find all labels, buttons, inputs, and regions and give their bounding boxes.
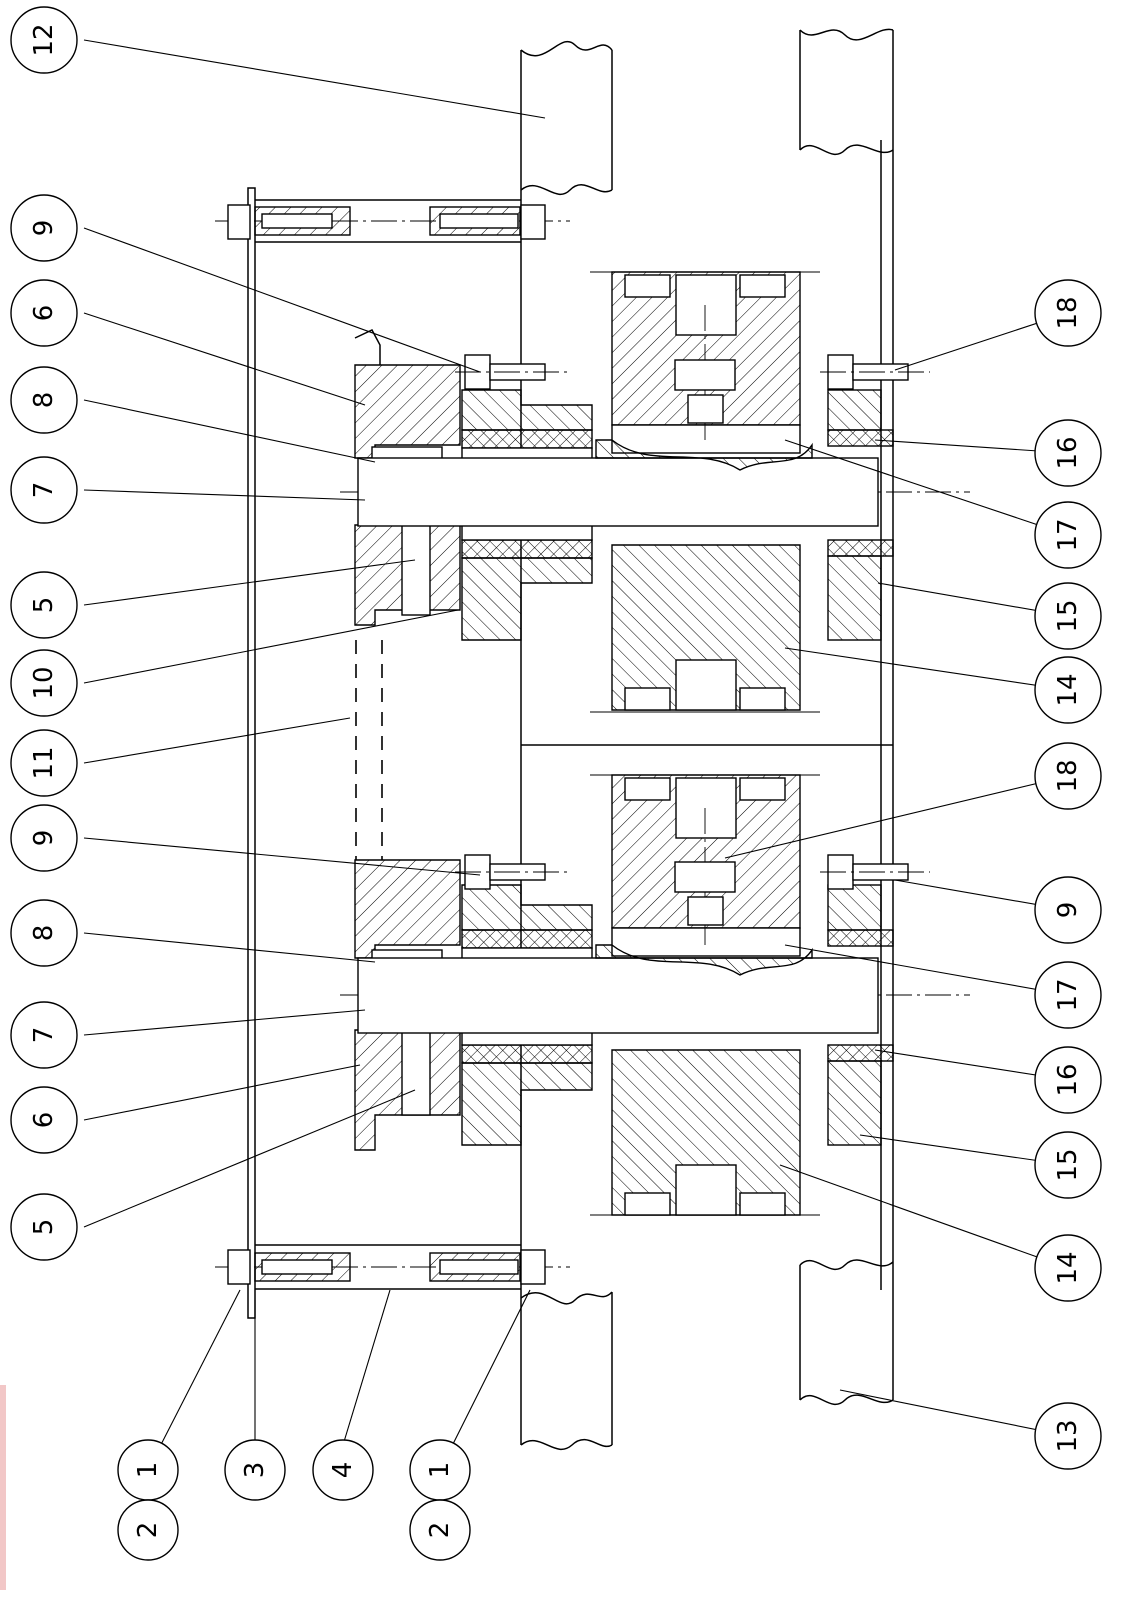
- svg-text:15: 15: [1053, 1148, 1083, 1181]
- tie-rod-bottom: [215, 1244, 570, 1290]
- balloon-14: 14: [1034, 1234, 1102, 1302]
- edge-mark: [0, 1385, 6, 1590]
- svg-text:17: 17: [1053, 978, 1083, 1011]
- balloon-17: 17: [1034, 961, 1102, 1029]
- balloon-3: 3: [224, 1439, 286, 1501]
- tie-rod-top: [215, 199, 570, 243]
- svg-text:15: 15: [1053, 599, 1083, 632]
- svg-text:9: 9: [29, 830, 59, 847]
- svg-text:12: 12: [29, 23, 59, 56]
- balloon-18: 18: [1034, 279, 1102, 347]
- svg-text:10: 10: [29, 666, 59, 699]
- balloon-6: 6: [10, 1086, 78, 1154]
- svg-text:5: 5: [29, 597, 59, 614]
- svg-text:13: 13: [1053, 1419, 1083, 1452]
- balloon-2: 2: [409, 1499, 471, 1561]
- svg-text:14: 14: [1053, 673, 1083, 706]
- balloon-6: 6: [10, 279, 78, 347]
- svg-text:6: 6: [29, 305, 59, 322]
- balloon-7: 7: [10, 456, 78, 524]
- balloon-8: 8: [10, 366, 78, 434]
- svg-text:18: 18: [1053, 296, 1083, 329]
- balloon-12: 12: [10, 6, 78, 74]
- balloon-17: 17: [1034, 501, 1102, 569]
- balloon-2: 2: [117, 1499, 179, 1561]
- roller-bottom: [590, 774, 820, 1216]
- svg-text:1: 1: [425, 1462, 455, 1479]
- balloon-15: 15: [1034, 1131, 1102, 1199]
- svg-text:11: 11: [29, 746, 59, 779]
- svg-text:2: 2: [425, 1522, 455, 1539]
- balloon-9: 9: [10, 194, 78, 262]
- svg-text:7: 7: [29, 1027, 59, 1044]
- bolt-9-top: [455, 354, 568, 390]
- set-screw-bottom: [401, 1029, 431, 1116]
- svg-text:16: 16: [1053, 436, 1083, 469]
- balloon-7: 7: [10, 1001, 78, 1069]
- svg-text:4: 4: [328, 1462, 358, 1479]
- svg-text:14: 14: [1053, 1251, 1083, 1284]
- balloon-9: 9: [1034, 876, 1102, 944]
- svg-text:5: 5: [29, 1219, 59, 1236]
- set-screw-top: [401, 519, 431, 616]
- balloon-8: 8: [10, 899, 78, 967]
- svg-text:9: 9: [1053, 902, 1083, 919]
- shaft-bottom: [357, 957, 879, 1034]
- svg-text:2: 2: [133, 1522, 163, 1539]
- svg-text:1: 1: [133, 1462, 163, 1479]
- balloon-16: 16: [1034, 419, 1102, 487]
- balloon-1: 1: [117, 1439, 179, 1501]
- svg-text:18: 18: [1053, 759, 1083, 792]
- right-housing-top: [820, 354, 930, 641]
- balloon-13: 13: [1034, 1402, 1102, 1470]
- balloon-5: 5: [10, 571, 78, 639]
- roller-top: [590, 271, 820, 713]
- svg-text:16: 16: [1053, 1063, 1083, 1096]
- balloon-9: 9: [10, 804, 78, 872]
- balloon-4: 4: [312, 1439, 374, 1501]
- chain: [355, 640, 383, 860]
- balloon-18: 18: [1034, 742, 1102, 810]
- svg-text:9: 9: [29, 220, 59, 237]
- svg-text:6: 6: [29, 1112, 59, 1129]
- svg-text:7: 7: [29, 482, 59, 499]
- balloon-10: 10: [10, 649, 78, 717]
- balloon-16: 16: [1034, 1046, 1102, 1114]
- balloon-11: 11: [10, 729, 78, 797]
- svg-text:8: 8: [29, 392, 59, 409]
- balloon-1: 1: [409, 1439, 471, 1501]
- balloon-5: 5: [10, 1193, 78, 1261]
- svg-text:17: 17: [1053, 518, 1083, 551]
- svg-text:3: 3: [240, 1462, 270, 1479]
- svg-text:8: 8: [29, 925, 59, 942]
- balloon-14: 14: [1034, 656, 1102, 724]
- shaft-top: [357, 457, 879, 527]
- bolt-9-mid: [455, 854, 568, 890]
- balloon-15: 15: [1034, 582, 1102, 650]
